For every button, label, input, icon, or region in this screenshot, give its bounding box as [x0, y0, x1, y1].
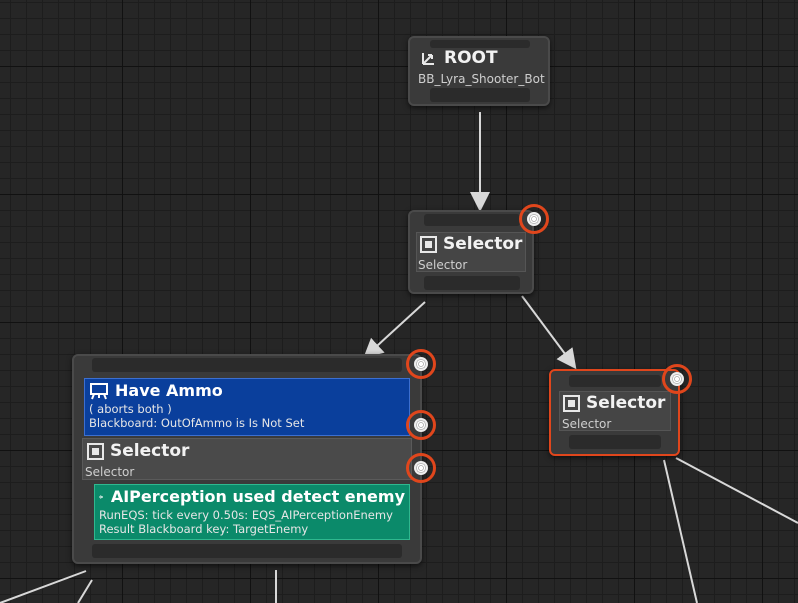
root-title-text: ROOT	[444, 48, 498, 68]
composite-selector-title: Selector	[87, 441, 189, 461]
selector-main-subtitle: Selector	[418, 258, 468, 272]
service-line2: Result Blackboard key: TargetEnemy	[99, 522, 309, 536]
breakpoint-icon	[414, 357, 428, 371]
selector-right-input-pin[interactable]	[569, 375, 661, 387]
breakpoint-icon	[670, 372, 684, 386]
root-title: ROOT	[420, 48, 498, 68]
selector-right-output-pin[interactable]	[569, 435, 661, 449]
selector-right-breakpoint-marker[interactable]	[662, 364, 692, 394]
composite-node[interactable]: Have Ammo ( aborts both ) Blackboard: Ou…	[72, 354, 422, 564]
root-output-pin[interactable]	[430, 88, 530, 102]
service-icon	[99, 494, 104, 499]
decorator-title-text: Have Ammo	[115, 381, 223, 400]
selector-main-input-pin[interactable]	[424, 214, 520, 226]
root-icon	[422, 53, 434, 65]
decorator-title: Have Ammo	[89, 381, 405, 400]
decorator-line2: Blackboard: OutOfAmmo is Is Not Set	[89, 416, 305, 430]
blackboard-icon	[90, 382, 108, 399]
composite-selector[interactable]: Selector Selector	[82, 438, 412, 480]
breakpoint-icon	[414, 461, 428, 475]
selector-icon	[420, 235, 437, 253]
breakpoint-icon	[527, 212, 541, 226]
root-node[interactable]: ROOT BB_Lyra_Shooter_Bot	[408, 36, 550, 106]
breakpoint-icon	[414, 418, 428, 432]
service-title-text: AIPerception used detect enemy	[110, 487, 405, 506]
wire-selector-composite	[363, 301, 426, 359]
wire-composite-out-2	[77, 579, 93, 603]
composite-output-pin[interactable]	[92, 544, 402, 558]
selector-right-title: Selector	[563, 393, 665, 413]
wire-right-out-1	[663, 459, 698, 603]
composite-breakpoint-marker-1[interactable]	[406, 349, 436, 379]
root-top-bar	[430, 40, 530, 48]
service-line1: RunEQS: tick every 0.50s: EQS_AIPercepti…	[99, 508, 393, 522]
selector-main-output-pin[interactable]	[424, 276, 520, 290]
service-aiperception[interactable]: AIPerception used detect enemy RunEQS: t…	[94, 484, 410, 540]
selector-main-title-text: Selector	[443, 234, 523, 254]
composite-selector-subtitle: Selector	[85, 465, 135, 479]
root-subtitle: BB_Lyra_Shooter_Bot	[418, 72, 545, 86]
selector-main-title: Selector	[420, 234, 522, 254]
composite-input-pin[interactable]	[92, 358, 402, 372]
selector-right-subtitle: Selector	[562, 417, 612, 431]
selector-icon	[563, 394, 580, 412]
composite-selector-title-text: Selector	[110, 441, 190, 461]
composite-breakpoint-marker-3[interactable]	[406, 453, 436, 483]
composite-breakpoint-marker-2[interactable]	[406, 410, 436, 440]
wire-right-out-2	[675, 457, 798, 524]
decorator-have-ammo[interactable]: Have Ammo ( aborts both ) Blackboard: Ou…	[84, 378, 410, 436]
selector-icon	[87, 442, 104, 460]
selector-main-breakpoint-marker[interactable]	[519, 204, 549, 234]
decorator-line1: ( aborts both )	[89, 402, 172, 416]
wire-composite-out-1	[0, 570, 87, 603]
wire-selector-right	[521, 295, 577, 370]
selector-node-right[interactable]: Selector Selector	[549, 369, 680, 456]
selector-right-title-text: Selector	[586, 393, 666, 413]
service-title: AIPerception used detect enemy	[99, 487, 405, 506]
selector-node-main[interactable]: Selector Selector	[408, 210, 534, 294]
